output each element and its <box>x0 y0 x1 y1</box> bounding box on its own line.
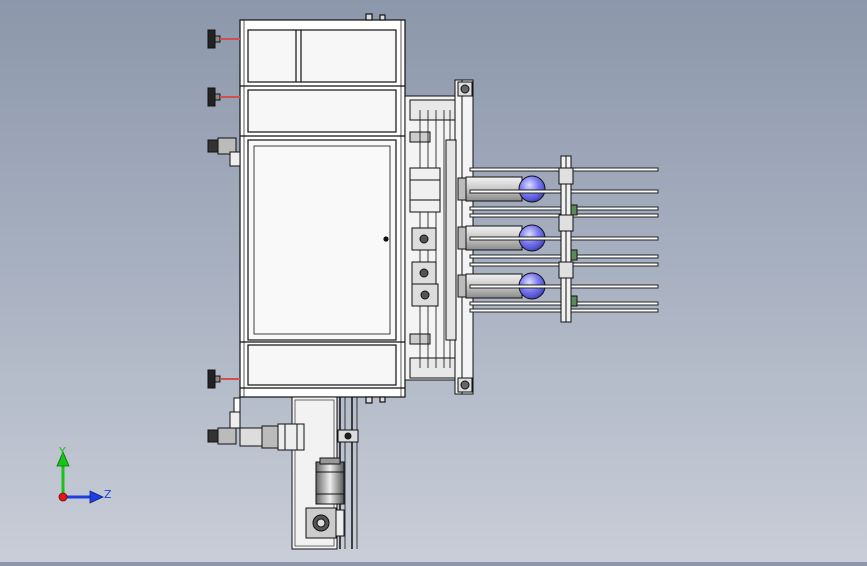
cylinder-1 <box>457 175 546 203</box>
leveling-feet <box>207 29 241 445</box>
coordinate-triad-icon: Y Z <box>56 445 112 504</box>
main-cabinet <box>239 13 406 404</box>
axis-z-label: Z <box>104 488 112 501</box>
axis-y-label: Y <box>58 445 66 458</box>
side-valve-2 <box>207 397 241 445</box>
carriage-assembly <box>404 79 474 395</box>
side-valve-1 <box>207 137 241 167</box>
foot-2 <box>207 87 240 107</box>
foot-3 <box>207 369 240 389</box>
rod-end-plate <box>558 155 578 323</box>
lower-drive-assembly <box>239 396 359 550</box>
foot-1 <box>207 29 240 49</box>
